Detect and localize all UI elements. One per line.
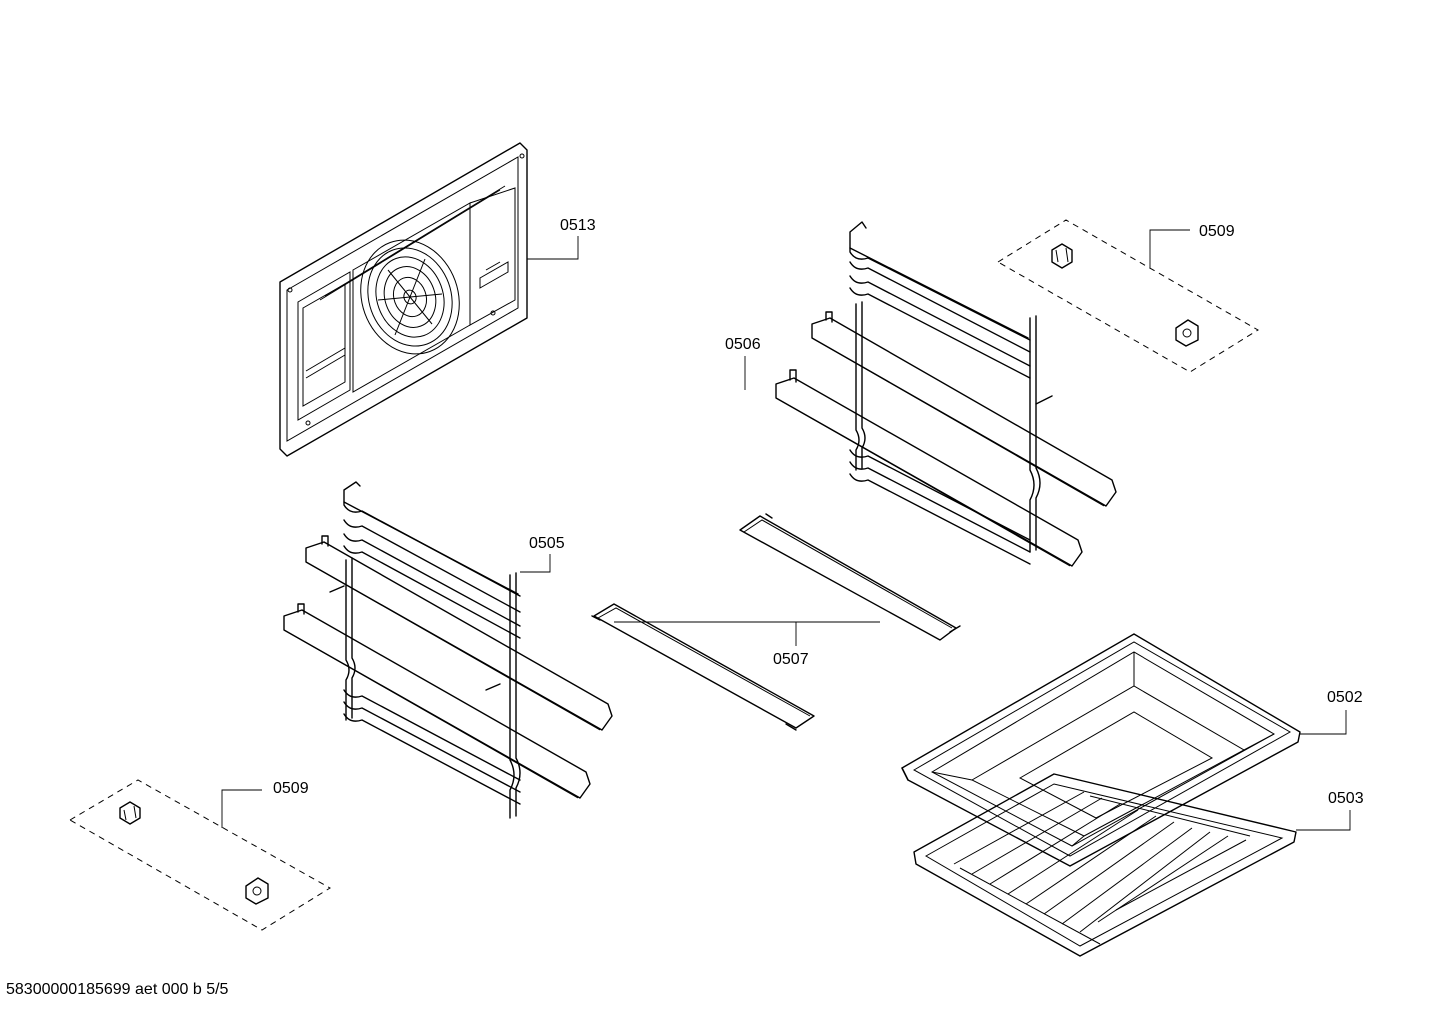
- leader-lines: [221, 229, 1351, 831]
- fastener-group-top: [997, 219, 1259, 373]
- callout-0507: 0507: [773, 651, 809, 668]
- clip-fastener: [1175, 319, 1199, 347]
- clip-fastener: [119, 801, 141, 825]
- left-side-rail-assembly: [283, 481, 613, 819]
- document-id: 58300000185699 aet 000 b 5/5: [6, 981, 229, 998]
- callout-0509-top: 0509: [1199, 223, 1235, 240]
- callout-0506: 0506: [725, 336, 761, 353]
- callout-0509-bottom: 0509: [273, 780, 309, 797]
- callout-0513: 0513: [560, 217, 596, 234]
- wire-rack: [913, 773, 1297, 957]
- right-side-rail-assembly: [775, 221, 1117, 567]
- fastener-group-bottom: [69, 779, 331, 931]
- baking-tray: [901, 633, 1301, 867]
- clip-fastener: [1051, 243, 1073, 269]
- rear-fan-panel: [279, 142, 528, 457]
- callout-0503: 0503: [1328, 790, 1364, 807]
- clip-fastener: [245, 877, 269, 905]
- wire-guide-lower: [591, 603, 815, 731]
- wire-guide-upper: [739, 513, 961, 641]
- callout-0502: 0502: [1327, 689, 1363, 706]
- callout-0505: 0505: [529, 535, 565, 552]
